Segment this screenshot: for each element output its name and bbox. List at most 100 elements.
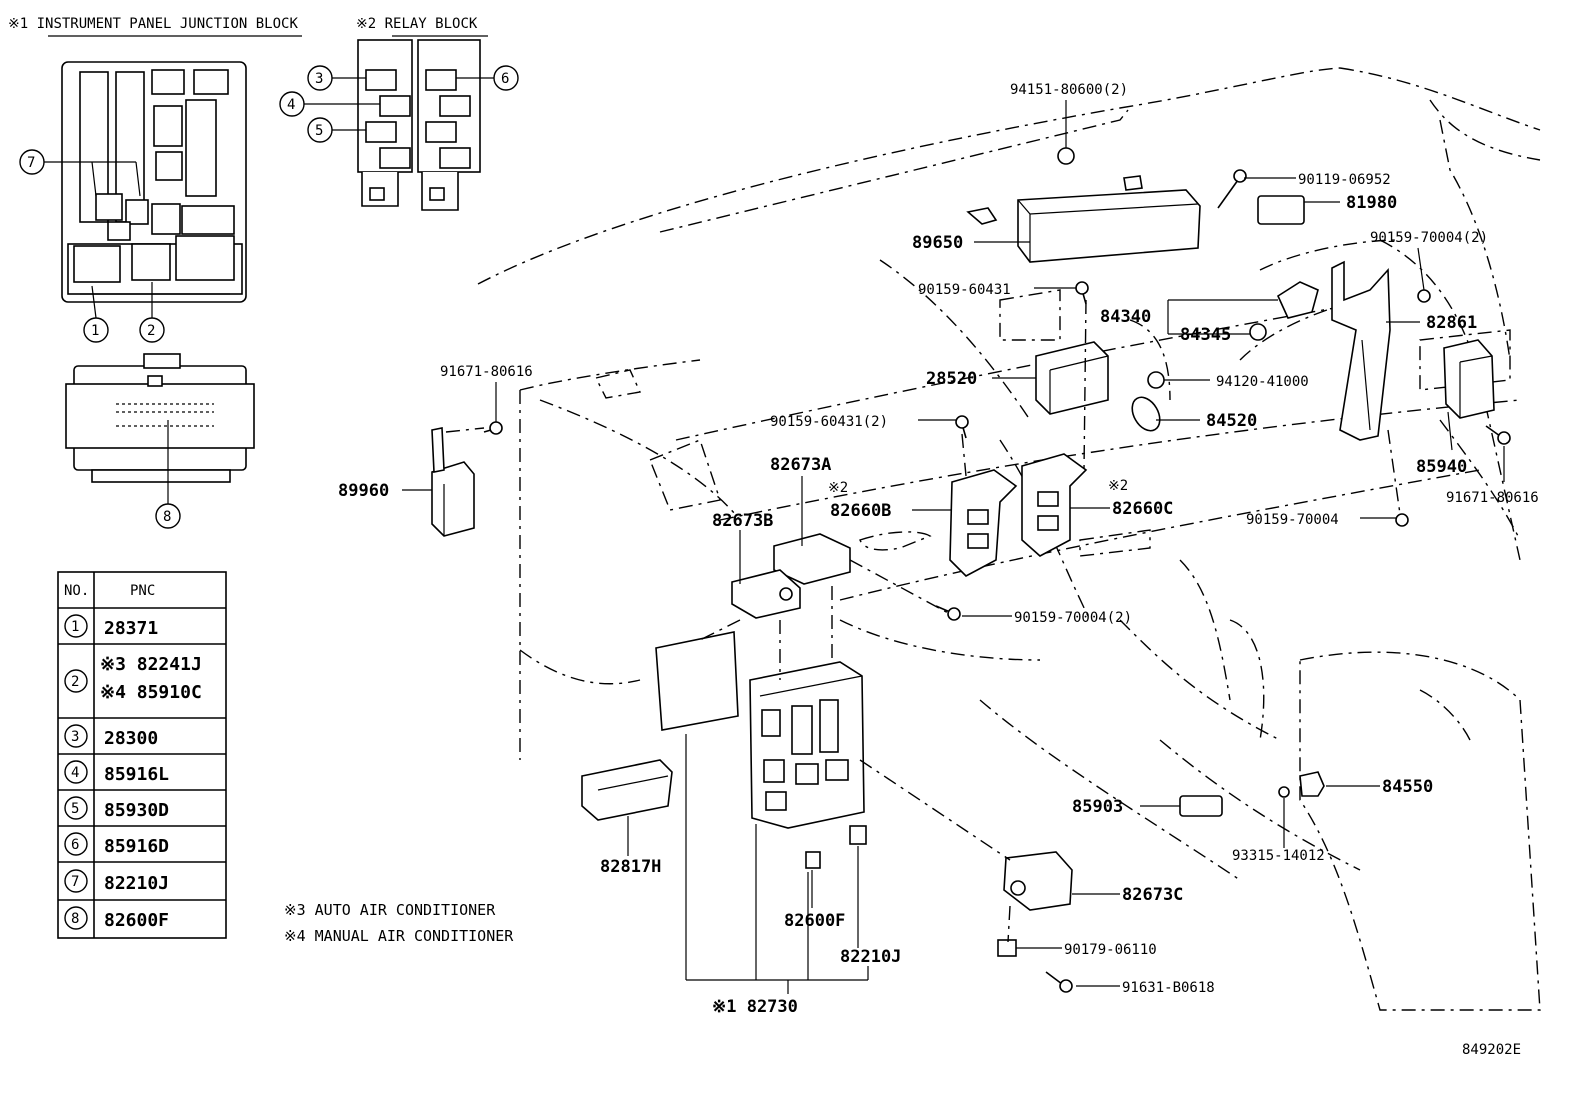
- label-82817H: 82817H: [600, 857, 661, 877]
- svg-text:4: 4: [71, 765, 79, 781]
- callout-6: 6: [493, 65, 519, 91]
- part-82600F: [805, 851, 821, 869]
- label-90119-06952: 90119-06952: [1298, 172, 1391, 188]
- bolt-90159-70004-2-mid: [935, 605, 961, 621]
- table-header-pnc: PNC: [130, 583, 155, 599]
- label-81980: 81980: [1346, 193, 1397, 213]
- callout-7: 7: [19, 149, 45, 175]
- svg-text:1: 1: [91, 323, 99, 339]
- bolt-90159-70004: [1395, 513, 1409, 527]
- part-82673B: [731, 569, 801, 619]
- label-82210J: 82210J: [840, 947, 901, 967]
- label-91671-80616-left: 91671-80616: [440, 364, 533, 380]
- note-auto-air-conditioner: ※3 AUTO AIR CONDITIONER: [284, 901, 496, 919]
- svg-text:2: 2: [147, 323, 155, 339]
- callout-4: 4: [279, 91, 305, 117]
- label-89650: 89650: [912, 233, 963, 253]
- label-90159-60431-2: 90159-60431(2): [770, 414, 888, 430]
- label-84550: 84550: [1382, 777, 1433, 797]
- svg-text:※4 85910C: ※4 85910C: [100, 682, 202, 703]
- part-82861-bracket: [1331, 260, 1391, 441]
- label-91631-B0618: 91631-B0618: [1122, 980, 1215, 996]
- part-85940: [1443, 339, 1495, 419]
- label-90159-70004-2-mid: 90159-70004(2): [1014, 610, 1132, 626]
- part-82210J: [849, 825, 867, 845]
- svg-text:5: 5: [315, 123, 323, 139]
- figure-code: 849202E: [1462, 1042, 1521, 1058]
- svg-text:1: 1: [71, 619, 79, 635]
- part-82730-cover: [655, 631, 739, 731]
- svg-text:8: 8: [71, 911, 79, 927]
- svg-text:5: 5: [71, 801, 79, 817]
- label-82660B: 82660B: [830, 501, 891, 521]
- label-94151-80600: 94151-80600(2): [1010, 82, 1128, 98]
- relay-block-right: [417, 39, 481, 211]
- svg-text:6: 6: [501, 71, 509, 87]
- junction-block-side-view: [65, 353, 255, 483]
- svg-text:82210J: 82210J: [104, 873, 169, 894]
- label-84520: 84520: [1206, 411, 1257, 431]
- table-row-5: 5 85930D: [64, 796, 169, 821]
- part-82673C: [1003, 851, 1073, 911]
- table-row-6: 6 85916D: [64, 832, 169, 857]
- part-89960: [431, 427, 475, 537]
- table-row-3: 3 28300: [64, 724, 158, 749]
- callout-2: 2: [139, 317, 165, 343]
- label-90179-06110: 90179-06110: [1064, 942, 1157, 958]
- part-84520: [1131, 396, 1161, 432]
- part-82817H: [581, 759, 673, 821]
- label-84345: 84345: [1180, 325, 1231, 345]
- label-94120-41000: 94120-41000: [1216, 374, 1309, 390]
- note-manual-air-conditioner: ※4 MANUAL AIR CONDITIONER: [284, 927, 514, 945]
- bolt-90119: [1217, 169, 1247, 209]
- label-93315-14012: 93315-14012: [1232, 848, 1325, 864]
- table-header-no: NO.: [64, 583, 89, 599]
- part-90179-clip: [997, 939, 1017, 957]
- part-84550: [1299, 771, 1325, 797]
- part-28520: [1035, 341, 1109, 415]
- part-94151-nut: [1057, 147, 1075, 165]
- bolt-91631: [1045, 971, 1073, 993]
- part-85903: [1179, 795, 1223, 817]
- label-82600F: 82600F: [784, 911, 845, 931]
- table-row-8: 8 82600F: [64, 906, 169, 931]
- table-row-1: 1 28371: [64, 614, 158, 639]
- svg-text:85930D: 85930D: [104, 800, 169, 821]
- mark-82660C: ※2: [1108, 478, 1128, 494]
- header-instrument-panel-junction-block: ※1 INSTRUMENT PANEL JUNCTION BLOCK: [8, 16, 298, 32]
- svg-text:85916L: 85916L: [104, 764, 169, 785]
- pnc-table: NO. PNC 1 28371 2 ※3 82241J ※4 85910C 3 …: [57, 571, 227, 939]
- callout-3: 3: [307, 65, 333, 91]
- label-85940: 85940: [1416, 457, 1467, 477]
- svg-text:※3 82241J: ※3 82241J: [100, 654, 202, 675]
- part-82660C: [1021, 453, 1088, 557]
- label-82660C: 82660C: [1112, 499, 1173, 519]
- part-82730-junction-block: [749, 661, 865, 829]
- table-row-4: 4 85916L: [64, 760, 169, 785]
- label-90159-70004: 90159-70004: [1246, 512, 1339, 528]
- bolt-90159-70004-top: [1417, 289, 1431, 303]
- svg-text:2: 2: [71, 674, 79, 690]
- label-90159-70004-2-top: 90159-70004(2): [1370, 230, 1488, 246]
- svg-text:85916D: 85916D: [104, 836, 169, 857]
- label-90159-60431: 90159-60431: [918, 282, 1011, 298]
- part-82673A: [773, 533, 851, 585]
- svg-text:7: 7: [71, 874, 79, 890]
- part-94120-nut: [1147, 371, 1165, 389]
- bolt-91671-left: [483, 421, 503, 435]
- table-row-7: 7 82210J: [64, 869, 169, 894]
- bolt-91671-right: [1485, 425, 1511, 445]
- mark-82660B: ※2: [828, 480, 848, 496]
- label-85903: 85903: [1072, 797, 1123, 817]
- junction-block-top-view: [61, 61, 247, 303]
- svg-text:28300: 28300: [104, 728, 158, 749]
- svg-text:7: 7: [27, 155, 35, 171]
- label-84340: 84340: [1100, 307, 1151, 327]
- svg-text:3: 3: [315, 71, 323, 87]
- svg-text:6: 6: [71, 837, 79, 853]
- leader-lines: [402, 100, 1505, 994]
- svg-text:82600F: 82600F: [104, 910, 169, 931]
- svg-text:8: 8: [163, 509, 171, 525]
- label-82730: ※1 82730: [712, 997, 798, 1017]
